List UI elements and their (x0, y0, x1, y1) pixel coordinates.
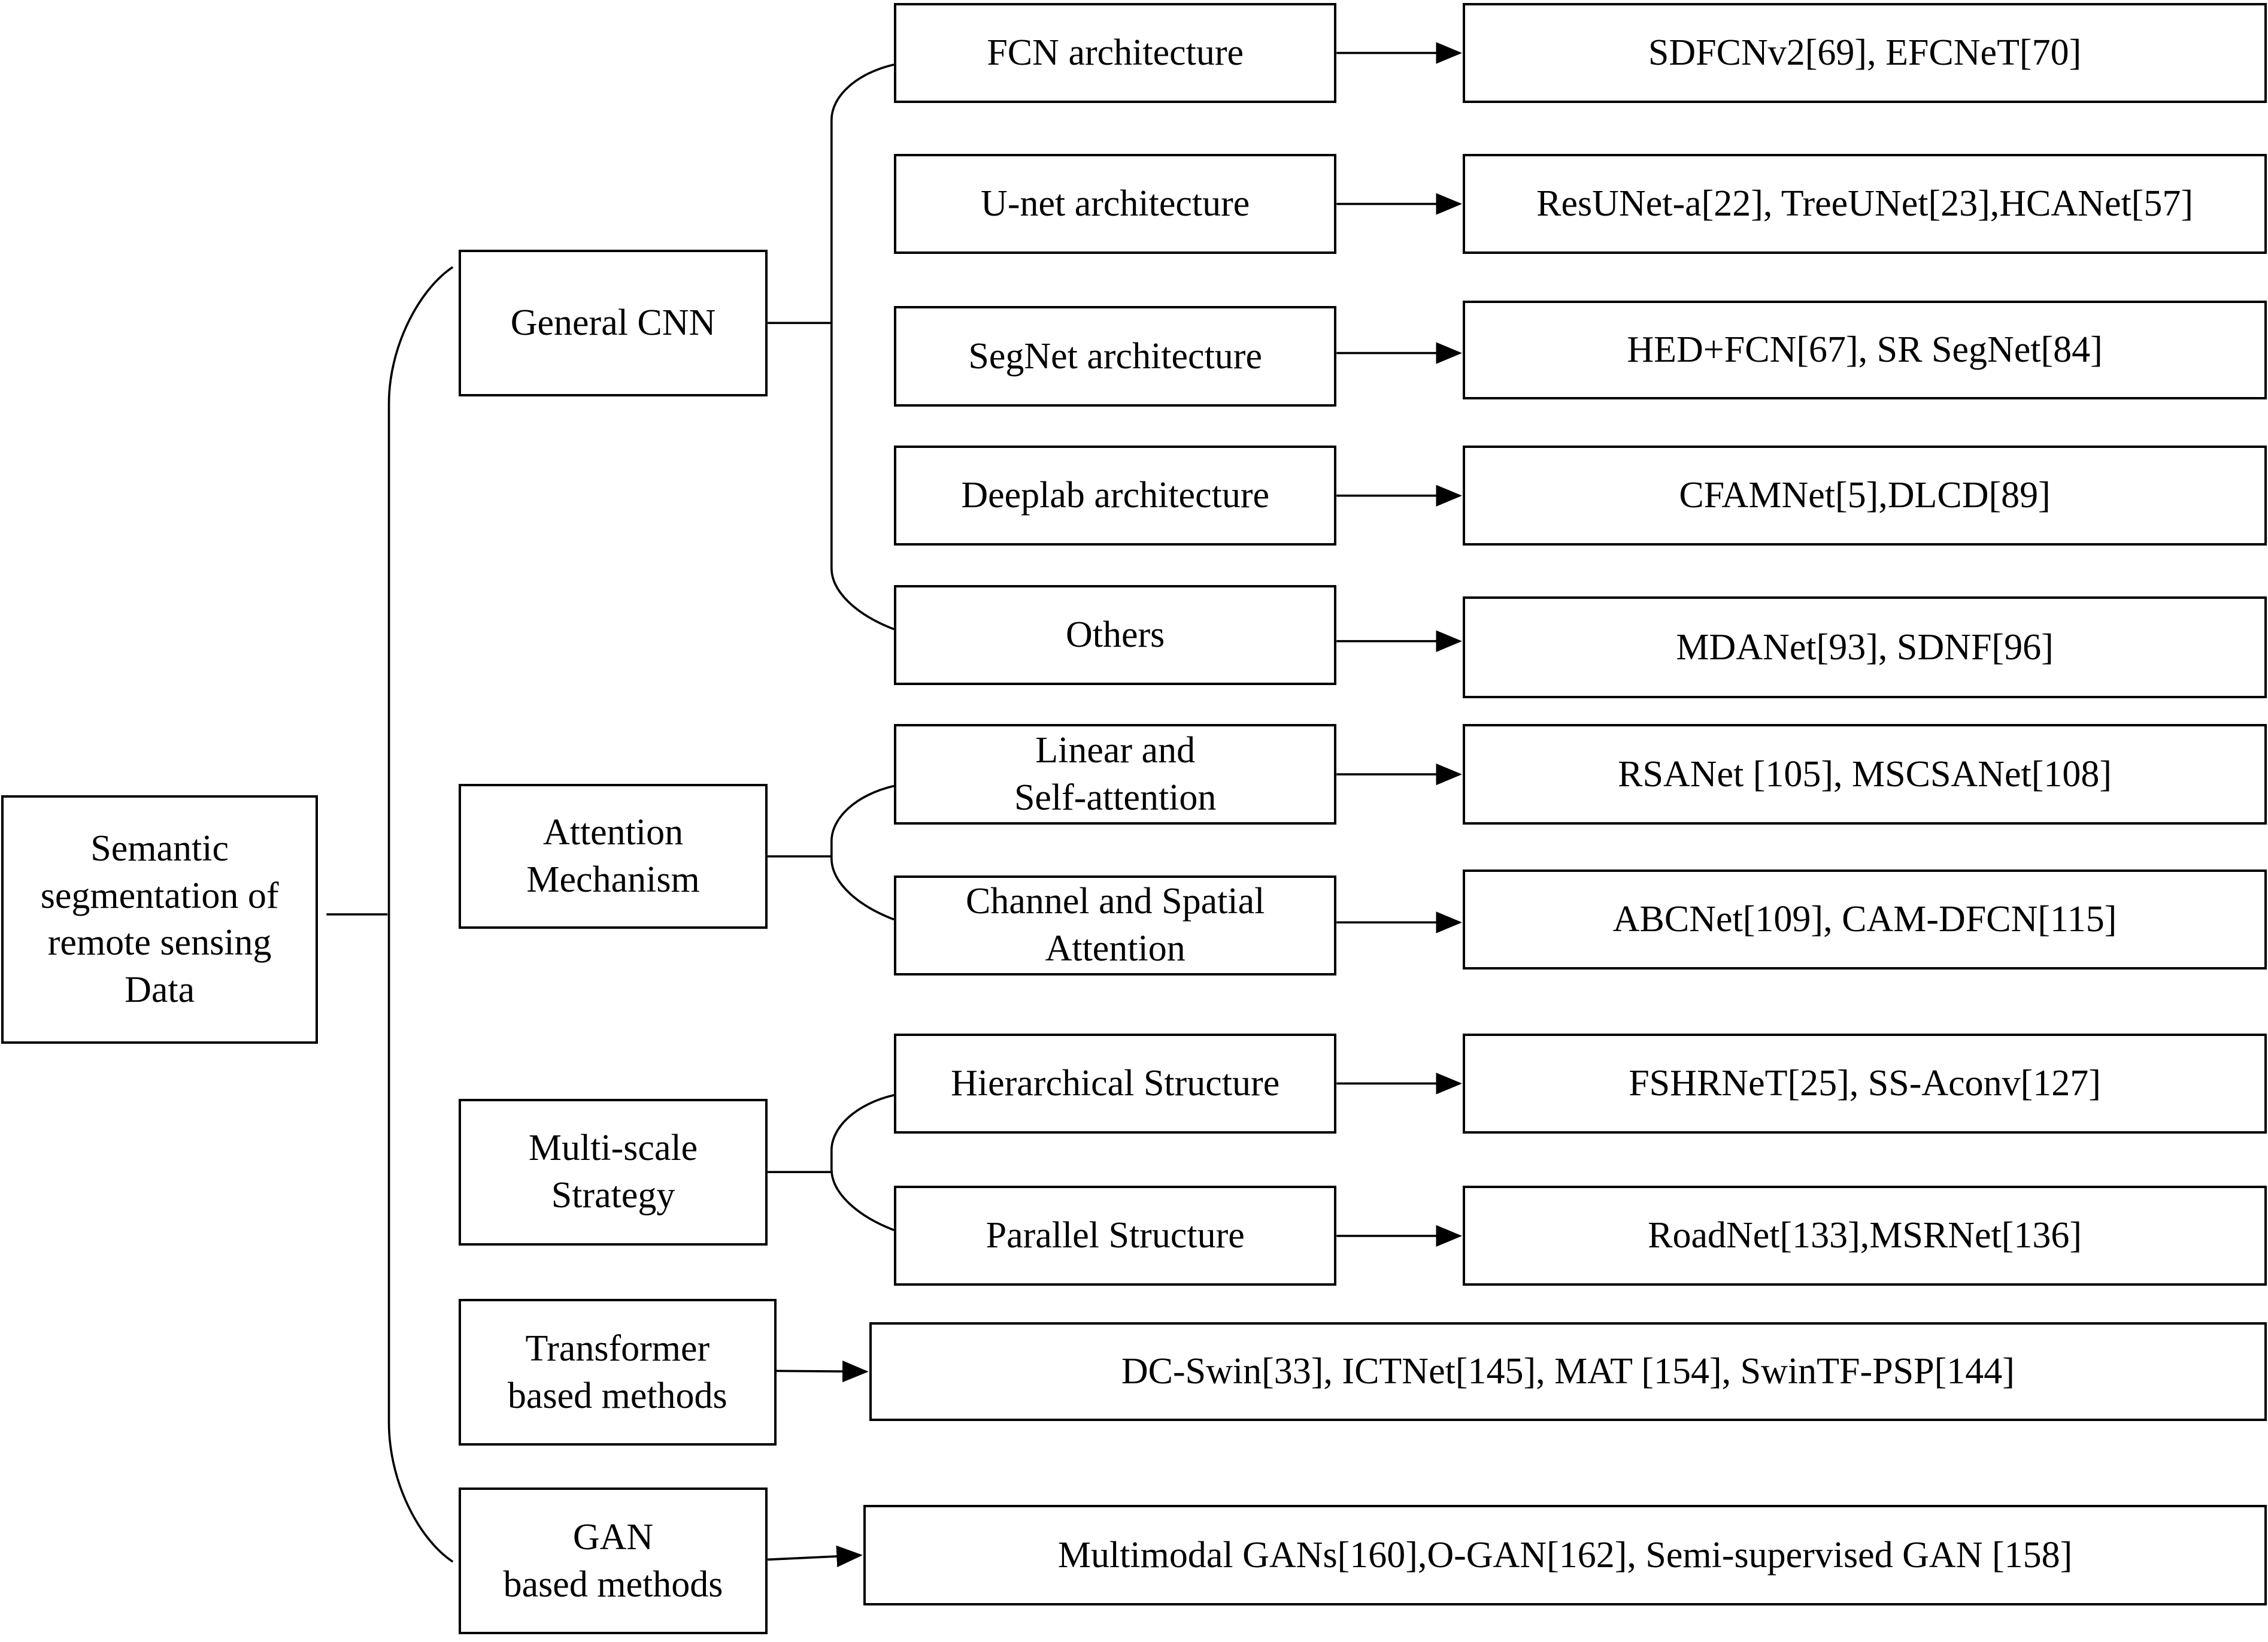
root-node-line: segmentation of (40, 875, 279, 916)
methods-gan-text: Multimodal GANs[160],O-GAN[162], Semi-su… (1057, 1534, 2073, 1576)
subcategory-others: Others (894, 584, 1337, 686)
methods-deeplab: CFAMNet[5],DLCD[89] (1463, 446, 2267, 546)
methods-others-text: MDANet[93], SDNF[96] (1676, 626, 2054, 668)
category-attention-line: Attention (542, 812, 684, 853)
subcategory-bracket-general-cnn (830, 63, 895, 631)
methods-channel-spatial: ABCNet[109], CAM-DFCN[115] (1463, 869, 2267, 970)
arrow-gan (768, 1545, 863, 1568)
category-general-cnn-line: General CNN (510, 302, 716, 343)
methods-gan: Multimodal GANs[160],O-GAN[162], Semi-su… (863, 1505, 2267, 1605)
category-gan-line: GAN (572, 1517, 654, 1558)
subcategory-parallel: Parallel Structure (894, 1186, 1337, 1286)
root-bracket (387, 266, 454, 1563)
category-multiscale-line: Strategy (551, 1175, 675, 1216)
subcategory-segnet: SegNet architecture (894, 306, 1337, 407)
subcategory-linear-self-line: Self-attention (1014, 777, 1217, 819)
methods-unet-text: ResUNet-a[22], TreeUNet[23],HCANet[57] (1536, 183, 2193, 225)
subcategory-channel-spatial-line: Attention (1045, 928, 1185, 970)
category-attention-line: Mechanism (526, 859, 700, 901)
subcategory-bracket-multiscale (830, 1093, 895, 1231)
methods-transformer-text: DC-Swin[33], ICTNet[145], MAT [154], Swi… (1121, 1351, 2015, 1392)
subcategory-others-line: Others (1066, 614, 1165, 656)
subcategory-channel-spatial-line: Channel and Spatial (966, 881, 1265, 922)
methods-deeplab-text: CFAMNet[5],DLCD[89] (1679, 475, 2051, 516)
methods-linear-self: RSANet [105], MSCSANet[108] (1463, 724, 2267, 825)
subcategory-hierarchical-line: Hierarchical Structure (951, 1062, 1280, 1104)
subcategory-parallel-line: Parallel Structure (986, 1215, 1245, 1256)
subcategory-unet: U-net architecture (894, 153, 1337, 255)
methods-fcn: SDFCNv2[69], EFCNeT[70] (1463, 2, 2267, 104)
methods-segnet-text: HED+FCN[67], SR SegNet[84] (1627, 329, 2103, 370)
category-gan: GAN based methods (458, 1488, 768, 1635)
methods-hierarchical-text: FSHRNeT[25], SS-Aconv[127] (1629, 1062, 2101, 1104)
subcategory-fcn: FCN architecture (894, 2, 1337, 104)
methods-segnet: HED+FCN[67], SR SegNet[84] (1463, 300, 2267, 399)
methods-transformer: DC-Swin[33], ICTNet[145], MAT [154], Swi… (869, 1322, 2267, 1421)
subcategory-hierarchical: Hierarchical Structure (894, 1033, 1337, 1134)
methods-others: MDANet[93], SDNF[96] (1463, 596, 2267, 698)
category-multiscale-line: Multi-scale (528, 1128, 698, 1169)
subcategory-deeplab-line: Deeplab architecture (961, 475, 1269, 516)
methods-channel-spatial-text: ABCNet[109], CAM-DFCN[115] (1612, 899, 2117, 940)
root-node-line: Data (125, 970, 195, 1011)
category-general-cnn: General CNN (458, 249, 768, 396)
root-node-line: Semantic (90, 828, 229, 869)
root-node-line: remote sensing (47, 922, 272, 964)
methods-parallel-text: RoadNet[133],MSRNet[136] (1648, 1215, 2082, 1256)
category-transformer-line: based methods (507, 1375, 727, 1416)
methods-fcn-text: SDFCNv2[69], EFCNeT[70] (1648, 32, 2082, 74)
methods-parallel: RoadNet[133],MSRNet[136] (1463, 1186, 2267, 1286)
subcategory-deeplab: Deeplab architecture (894, 446, 1337, 546)
subcategory-unet-line: U-net architecture (981, 183, 1250, 225)
category-transformer: Transformer based methods (458, 1299, 777, 1446)
methods-linear-self-text: RSANet [105], MSCSANet[108] (1618, 753, 2112, 795)
methods-unet: ResUNet-a[22], TreeUNet[23],HCANet[57] (1463, 153, 2267, 255)
category-gan-line: based methods (503, 1564, 723, 1605)
methods-hierarchical: FSHRNeT[25], SS-Aconv[127] (1463, 1033, 2267, 1134)
subcategory-segnet-line: SegNet architecture (968, 335, 1262, 377)
subcategory-fcn-line: FCN architecture (987, 32, 1244, 74)
category-transformer-line: Transformer (525, 1328, 710, 1369)
subcategory-bracket-attention (830, 784, 895, 921)
subcategory-linear-self-line: Linear and (1035, 730, 1196, 771)
